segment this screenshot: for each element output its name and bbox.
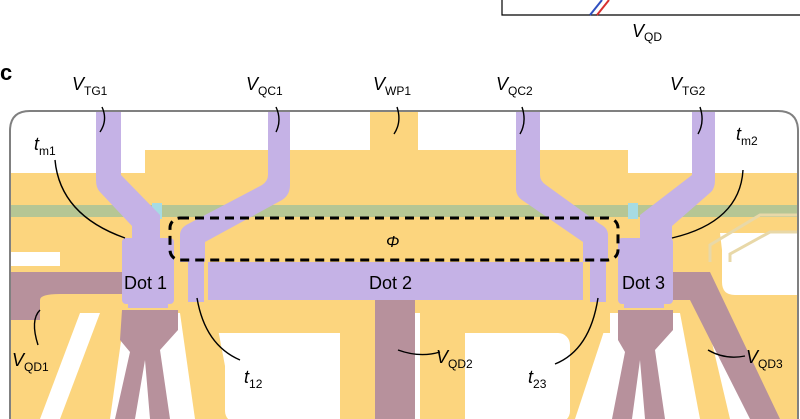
gold-top-ribbon-left — [145, 150, 370, 173]
device-outline — [9, 110, 799, 419]
gold-finger-left-1 — [10, 313, 80, 419]
qd1-gate — [10, 272, 122, 320]
red-trace — [596, 0, 610, 16]
top-inset-plot: VQD — [501, 0, 800, 44]
dot2-plunger — [208, 262, 583, 300]
qd1-fan-gate — [115, 310, 178, 419]
tg1-leader — [99, 106, 106, 133]
qd3-fan-gate — [612, 310, 673, 419]
dot2-label: Dot 2 — [369, 273, 412, 293]
tg1-label: VTG1 — [72, 74, 108, 98]
t12-label: t12 — [244, 367, 263, 391]
dot3-plunger-tip — [624, 296, 664, 308]
tg1-gate — [96, 111, 160, 242]
qd2-gate — [375, 300, 415, 419]
cyan-square-left — [152, 203, 162, 219]
wp1-leader — [393, 106, 400, 135]
qd2-label: VQD2 — [436, 347, 473, 371]
qd3-leader — [707, 349, 746, 358]
blue-trace — [589, 0, 603, 16]
qd2-leader — [397, 349, 441, 356]
wp1-label: VWP1 — [373, 74, 411, 98]
white-gap-left — [10, 252, 60, 266]
dot1-plunger-tip — [128, 296, 168, 308]
flux-label: Φ — [386, 234, 399, 251]
gold-top-left-pad — [0, 111, 8, 173]
tg2-label: VTG2 — [670, 74, 706, 98]
white-pocket-left — [225, 333, 337, 419]
flux-loop — [168, 216, 620, 262]
tg2-leader — [697, 106, 703, 135]
right-white-region — [720, 233, 798, 295]
qd1-leader — [33, 309, 41, 346]
qc2-label: VQC2 — [496, 74, 533, 98]
tg2-gate — [640, 111, 715, 242]
tm1-label: tm1 — [34, 134, 56, 158]
gold-finger-mid-right-stem — [420, 313, 465, 419]
tm2-leader — [671, 169, 744, 239]
inset-x-axis-label: VQD — [632, 21, 662, 44]
ghost-gate-outline — [708, 213, 798, 262]
t12-leader — [196, 297, 241, 361]
t23-label: t23 — [528, 367, 547, 391]
dot2-left-barrier — [188, 262, 204, 302]
dot1-label: Dot 1 — [124, 273, 167, 293]
gold-finger-left-3 — [180, 313, 235, 419]
inset-plot-frame — [501, 0, 800, 16]
qd1-label: VQD1 — [12, 350, 49, 374]
qc1-label: VQC1 — [246, 74, 283, 98]
gold-layer-middle — [10, 233, 798, 263]
gold-finger-right-2 — [680, 313, 730, 419]
cyan-square-right — [628, 203, 638, 219]
qc2-leader — [519, 106, 525, 135]
qc1-leader — [275, 106, 280, 133]
wp1-gate-stem — [370, 111, 418, 175]
qc2-gate — [516, 111, 608, 262]
gold-finger-mid-left-stem — [340, 313, 375, 419]
dot3-label: Dot 3 — [622, 273, 665, 293]
t23-leader — [554, 297, 599, 365]
dot1-plunger — [122, 238, 174, 304]
gold-finger-middle-1 — [215, 313, 365, 333]
leader-lines — [33, 106, 746, 365]
qd3-label: VQD3 — [746, 347, 783, 371]
qc1-gate — [180, 111, 290, 262]
panel-label: c — [0, 60, 12, 85]
white-pocket-right — [470, 333, 570, 419]
tm2-label: tm2 — [736, 124, 758, 148]
dot3-plunger — [618, 238, 673, 304]
qd3-gate — [673, 272, 780, 419]
gold-finger-left-2 — [60, 313, 125, 419]
device-layers — [0, 111, 798, 419]
dot2-right-barrier — [590, 262, 606, 302]
tm1-leader — [54, 159, 126, 239]
